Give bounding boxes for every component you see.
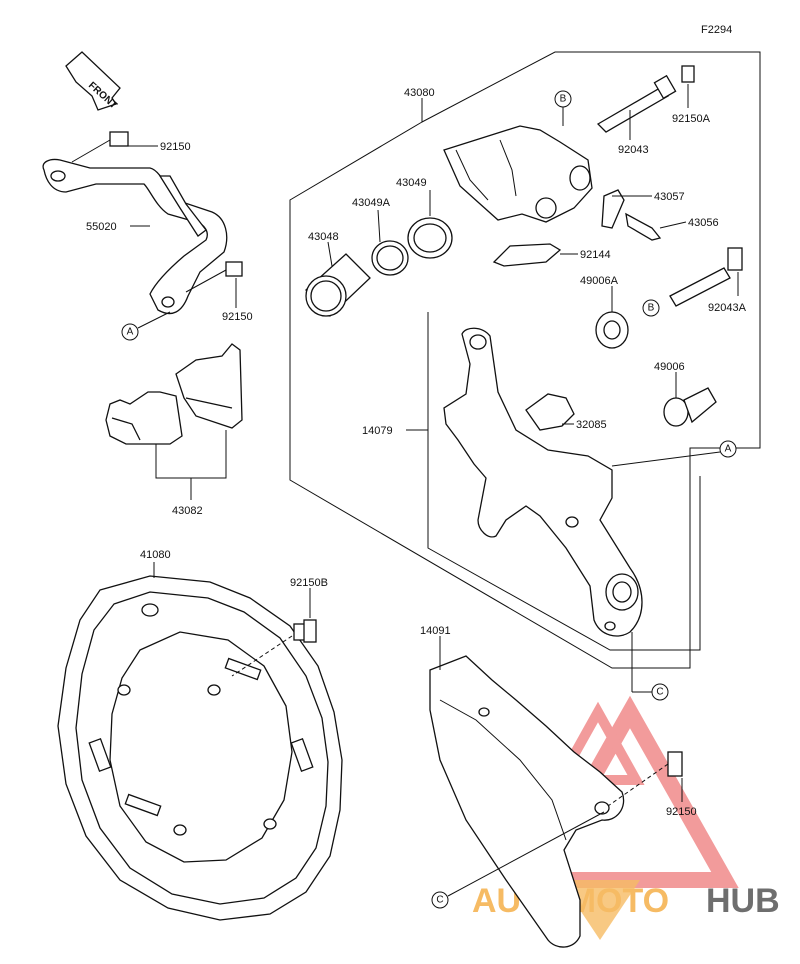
piston-part [305, 253, 371, 317]
pin-92043A-part [669, 247, 743, 307]
bolt-92150-bottom-part [607, 751, 683, 807]
label-43048: 43048 [308, 231, 339, 243]
label-43057: 43057 [654, 191, 685, 203]
label-49006: 49006 [654, 361, 685, 373]
seal-43049A-part [371, 240, 409, 276]
label-92150-top: 92150 [160, 141, 191, 153]
label-43056: 43056 [688, 217, 719, 229]
label-41080: 41080 [140, 549, 171, 561]
label-43080: 43080 [404, 87, 435, 99]
front-direction-marker: FRONT [65, 51, 121, 111]
watermark-text-secondary: HUB [706, 882, 780, 920]
pedal-bracket-part [42, 158, 228, 315]
seal-43049-part [407, 217, 453, 259]
boot-49006A-part [595, 311, 629, 349]
label-49006A: 49006A [580, 275, 619, 287]
label-14079: 14079 [362, 425, 393, 437]
label-92144: 92144 [580, 249, 611, 261]
brake-pads-part [105, 343, 243, 445]
ref-marker-a-right-text: A [725, 444, 732, 455]
label-92150-bottom: 92150 [666, 806, 697, 818]
sleeve-49006-part [663, 387, 717, 427]
caliper-body-part [443, 125, 593, 223]
bleeder-parts [601, 189, 662, 241]
bolt-92150-mid [185, 261, 243, 293]
label-92150-mid: 92150 [222, 311, 253, 323]
shim-part [525, 393, 575, 431]
bracket-assembly-frame [427, 312, 701, 651]
label-55020: 55020 [86, 221, 117, 233]
bolt-92150-top [71, 131, 129, 163]
label-92043: 92043 [618, 144, 649, 156]
ref-marker-c-right-text: C [656, 687, 663, 698]
label-14091: 14091 [420, 625, 451, 637]
ref-marker-a-left [121, 323, 139, 341]
ref-marker-b-top-text: B [560, 94, 567, 105]
spring-clip-part [492, 243, 562, 267]
figure-code: F2294 [701, 24, 732, 36]
ref-marker-a-right [719, 440, 737, 458]
caliper-bracket-part [443, 327, 643, 637]
brake-disc-part [57, 575, 343, 921]
bolt-92150B-part [231, 619, 317, 677]
label-92043A: 92043A [708, 302, 747, 314]
ref-marker-b-mid-text: B [648, 303, 655, 314]
label-92150A: 92150A [672, 113, 711, 125]
label-43049: 43049 [396, 177, 427, 189]
pin-92043-part [596, 65, 695, 133]
disc-guard-part [429, 655, 625, 948]
ref-marker-b-mid [642, 299, 660, 317]
label-92150B: 92150B [290, 577, 328, 589]
ref-marker-c-bottom [431, 891, 449, 909]
label-32085: 32085 [576, 419, 607, 431]
ref-marker-a-left-text: A [127, 327, 134, 338]
caliper-assembly-frame [289, 51, 761, 669]
label-43049A: 43049A [352, 197, 391, 209]
ref-marker-c-bottom-text: C [436, 895, 443, 906]
label-43082: 43082 [172, 505, 203, 517]
